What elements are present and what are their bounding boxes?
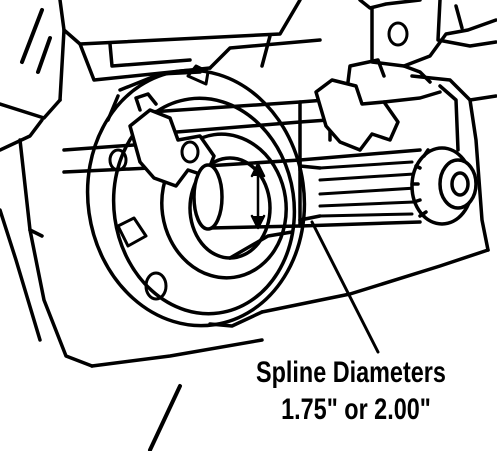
callout-label-line1: Spline Diameters bbox=[256, 356, 446, 389]
bottom-slash-mark bbox=[148, 384, 182, 451]
right-housing bbox=[260, 74, 497, 314]
top-left-strokes bbox=[20, 8, 52, 74]
diameter-dimension-arrow bbox=[250, 162, 266, 230]
lower-plate bbox=[90, 230, 294, 368]
spline-shaft bbox=[192, 148, 422, 231]
shaft-end-nut bbox=[410, 146, 478, 226]
callout-label-line2: 1.75" or 2.00" bbox=[281, 393, 431, 426]
left-frame bbox=[0, 98, 94, 368]
upper-housing bbox=[58, 0, 322, 102]
callout-leader-line bbox=[310, 220, 380, 354]
right-clamp bbox=[314, 58, 442, 152]
